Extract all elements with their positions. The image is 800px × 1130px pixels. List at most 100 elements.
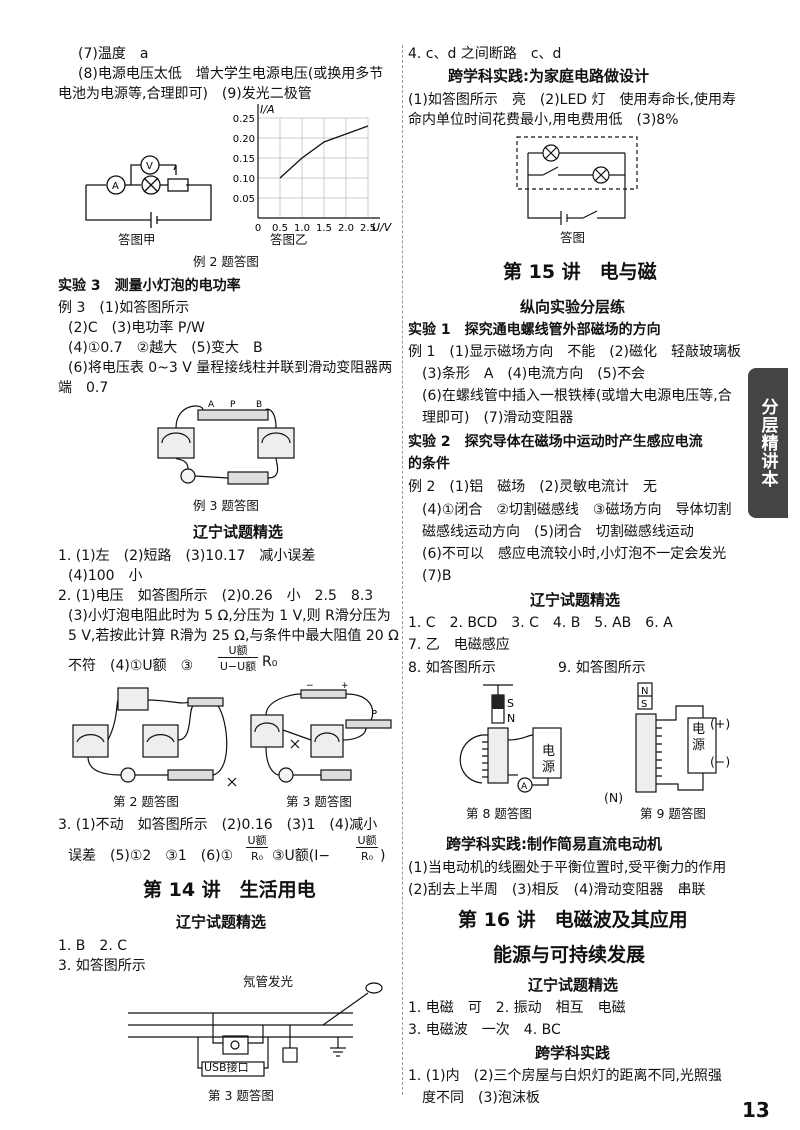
figure-caption: 第 8 题答图 [466, 806, 532, 821]
answer-line: 电池为电源等,合理即可) (9)发光二极管 [58, 86, 312, 102]
section-heading: 跨学科实践:制作简易直流电动机 [446, 835, 663, 853]
section-heading: 实验 3 测量小灯泡的电功率 [58, 278, 241, 294]
section-heading: 纵向实验分层练 [520, 298, 626, 316]
answer-line: 9. 如答图所示 [558, 660, 646, 676]
section-heading: 跨学科实践 [535, 1044, 611, 1062]
answer-line: ③U额(I− [272, 848, 331, 864]
answer-line: 例 2 (1)铝 磁场 (2)灵敏电流计 无 [408, 479, 658, 495]
answer-line: (1)当电动机的线圈处于平衡位置时,受平衡力的作用 [408, 860, 727, 876]
answer-line: (8)电源电压太低 增大学生电源电压(或换用多节 [78, 66, 384, 82]
page-number: 13 [742, 1098, 770, 1122]
label-power-q8: 电源 [542, 744, 556, 775]
lecture-title: 第 16 讲 电磁波及其应用 [458, 909, 688, 931]
fraction-numerator: U额 [246, 834, 268, 848]
y-tick-label: 0.15 [233, 154, 255, 165]
answer-line: 1. (1)左 (2)短路 (3)10.17 减小误差 [58, 548, 316, 564]
answer-line: 5 V,若按此计算 R滑为 25 Ω,与条件中最大阻值 20 Ω [68, 628, 399, 644]
lecture-title: 第 15 讲 电与磁 [503, 261, 657, 283]
answer-line: (7)温度 a [78, 46, 149, 62]
answer-line: 1. B 2. C [58, 938, 127, 954]
answer-line: (1)如答图所示 亮 (2)LED 灯 使用寿命长,使用寿 [408, 92, 736, 108]
section-heading: 辽宁试题精选 [176, 913, 267, 931]
answer-line: (3)条形 A (4)电流方向 (5)不会 [422, 366, 646, 382]
column-divider [402, 45, 403, 1095]
x-tick-label: 2.5 [360, 223, 376, 234]
label-usb: USB接口 [204, 1061, 249, 1074]
figure-caption: 答图乙 [270, 232, 308, 247]
figure-caption: 第 2 题答图 [113, 794, 179, 809]
svg-text:N: N [641, 686, 648, 697]
y-axis-label: I/A [260, 103, 274, 116]
section-heading: 辽宁试题精选 [528, 976, 619, 994]
answer-line: ) [380, 848, 386, 864]
svg-text:N: N [507, 712, 515, 725]
x-tick-label: 1.0 [294, 223, 310, 234]
figure-caption: 答图甲 [118, 232, 156, 247]
section-heading: 的条件 [408, 456, 450, 472]
label-power-q9: 电源 [692, 722, 706, 753]
answer-line: 1. 电磁 可 2. 振动 相互 电磁 [408, 1000, 626, 1016]
y-tick-label: 0.10 [233, 174, 255, 185]
answer-line: 4. c、d 之间断路 c、d [408, 46, 562, 62]
answer-line: (4)①0.7 ②越大 (5)变大 B [68, 340, 263, 356]
side-tab-label: 分层精讲本 [757, 398, 778, 488]
svg-text:−: − [306, 681, 314, 691]
fraction-numerator: U额 [356, 834, 378, 848]
figure-caption: 答图 [560, 230, 586, 245]
answer-line: 不符 (4)①U额 ③ [68, 658, 194, 674]
fraction-denominator: R₀ [360, 850, 374, 863]
answer-line: 8. 如答图所示 [408, 660, 496, 676]
answer-line: (3)小灯泡电阻此时为 5 Ω,分压为 1 V,则 R滑分压为 [68, 608, 391, 624]
answer-line: 3. (1)不动 如答图所示 (2)0.16 (3)1 (4)减小 [58, 817, 378, 833]
answer-line: (4)①闭合 ②切割磁感线 ③磁场方向 导体切割 [422, 502, 732, 518]
x-tick-label: 0 [255, 223, 261, 234]
y-tick-label: 0.20 [233, 134, 255, 145]
home-circuit-diagram [516, 136, 638, 225]
apparatus-diagram-q2 [72, 687, 237, 787]
answer-line: 误差 (5)①2 ③1 (6)① [68, 848, 234, 864]
answer-line: 1. C 2. BCD 3. C 4. B 5. AB 6. A [408, 615, 673, 631]
answer-line: (2)C (3)电功率 P/W [68, 320, 205, 336]
svg-text:S: S [507, 697, 514, 710]
label-minus: (−) [710, 754, 731, 769]
electromagnet-diagram-q9: N S [635, 682, 717, 793]
x-tick-label: 2.0 [338, 223, 354, 234]
figure-caption: 例 2 题答图 [193, 254, 259, 269]
svg-text:A: A [112, 181, 119, 192]
answer-line: 理即可) (7)滑动变阻器 [422, 410, 574, 426]
circuit-diagram-jia: A V [85, 155, 212, 228]
answer-line: (4)100 小 [68, 568, 143, 584]
answer-line: 3. 电磁波 一次 4. BC [408, 1022, 561, 1038]
answer-line: 7. 乙 电磁感应 [408, 637, 510, 653]
section-heading: 实验 2 探究导体在磁场中运动时产生感应电流 [408, 434, 703, 450]
label-neon: 氖管发光 [243, 974, 294, 989]
figure-caption: 第 3 题答图 [208, 1088, 274, 1103]
answer-line: (6)在螺线管中插入一根铁棒(或增大电源电压等,合 [422, 388, 732, 404]
electromagnet-diagram-q8: S N A [459, 684, 562, 793]
fraction-numerator: U额 [218, 644, 258, 658]
label-n: (N) [604, 790, 624, 805]
answer-line: (2)刮去上半周 (3)相反 (4)滑动变阻器 串联 [408, 882, 706, 898]
figure-caption: 例 3 题答图 [193, 498, 259, 513]
answer-line: 磁感线运动方向 (5)闭合 切割磁感线运动 [422, 524, 694, 540]
answer-line: 1. (1)内 (2)三个房屋与白炽灯的距离不同,光照强 [408, 1068, 722, 1084]
figure-caption: 第 3 题答图 [286, 794, 352, 809]
svg-text:P: P [371, 709, 377, 720]
section-heading: 实验 1 探究通电螺线管外部磁场的方向 [408, 322, 661, 338]
answer-line: 端 0.7 [58, 380, 109, 396]
figure-caption: 第 9 题答图 [640, 806, 706, 821]
section-heading: 辽宁试题精选 [193, 523, 284, 541]
answer-line: 3. 如答图所示 [58, 958, 146, 974]
answer-line: 例 1 (1)显示磁场方向 不能 (2)磁化 轻敲玻璃板 [408, 344, 742, 360]
y-tick-label: 0.05 [233, 194, 255, 205]
svg-text:P: P [230, 400, 236, 410]
series-line [279, 125, 369, 179]
answer-line: 2. (1)电压 如答图所示 (2)0.26 小 2.5 8.3 [58, 588, 374, 604]
section-heading: 跨学科实践:为家庭电路做设计 [448, 67, 649, 85]
section-heading: 辽宁试题精选 [530, 591, 621, 609]
answer-line: (6)将电压表 0~3 V 量程接线柱并联到滑动变阻器两 [68, 360, 393, 376]
apparatus-diagram-q3: +−P [250, 681, 392, 783]
svg-text:A: A [521, 782, 528, 792]
